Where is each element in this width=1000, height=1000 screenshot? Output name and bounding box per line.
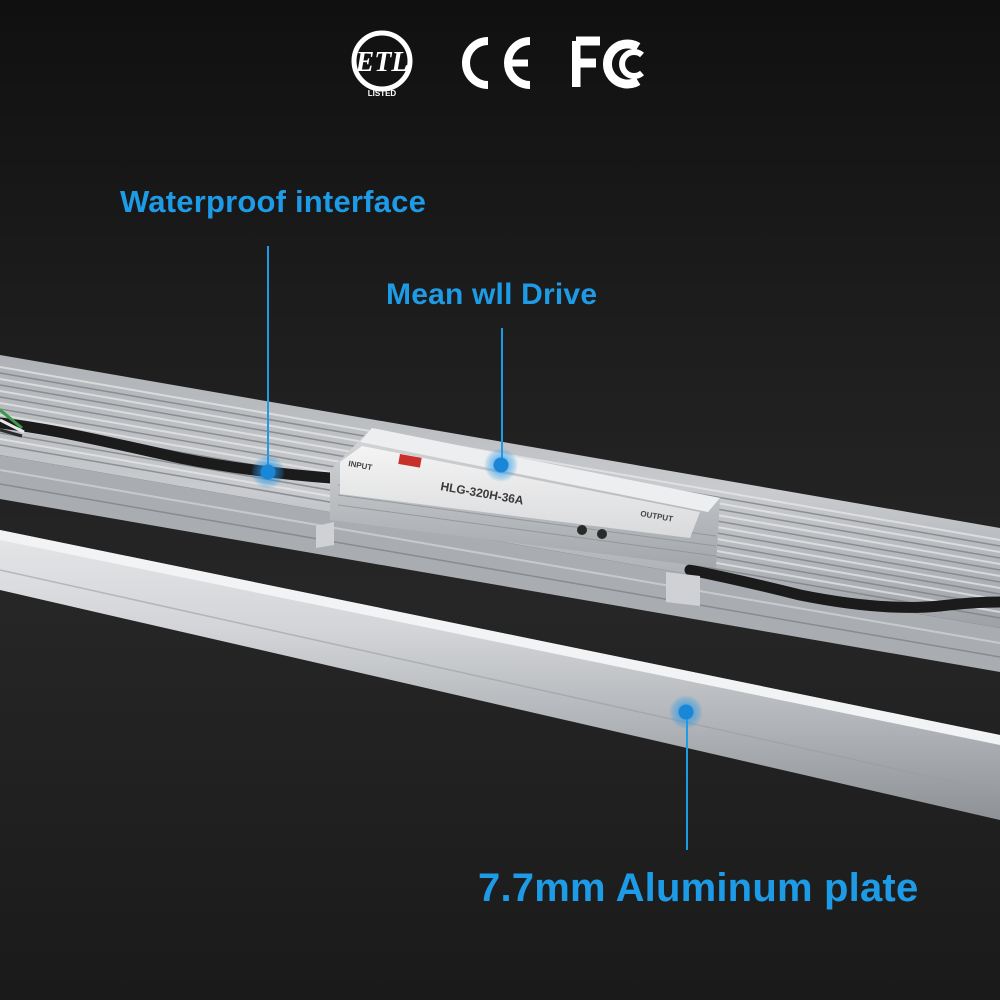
etl-listed-icon: ETL LISTED	[351, 30, 413, 98]
driver-input-text: INPUT	[348, 459, 373, 472]
callout-waterproof-marker	[251, 455, 285, 489]
callout-driver-leader	[501, 328, 503, 464]
aluminum-plate-front	[0, 530, 1000, 820]
bar-lower-rail	[0, 455, 1000, 672]
callout-driver: Mean wll Drive	[386, 278, 598, 311]
callout-aluminum-plate: 7.7mm Aluminum plate	[478, 866, 919, 910]
callout-plate-marker	[669, 695, 703, 729]
etl-text: ETL	[355, 47, 409, 78]
callout-driver-marker	[484, 448, 518, 482]
callout-waterproof-interface: Waterproof interface	[120, 184, 427, 219]
fcc-mark-icon	[572, 36, 644, 89]
callout-plate-leader	[686, 712, 688, 850]
output-cable	[684, 564, 1000, 613]
led-driver: HLG-320H-36A INPUT OUTPUT	[316, 428, 720, 606]
callout-waterproof-leader	[267, 246, 269, 468]
etl-listed-text: LISTED	[368, 89, 397, 98]
certification-marks: ETL LISTED	[0, 28, 1000, 98]
ce-mark-icon	[462, 37, 531, 89]
